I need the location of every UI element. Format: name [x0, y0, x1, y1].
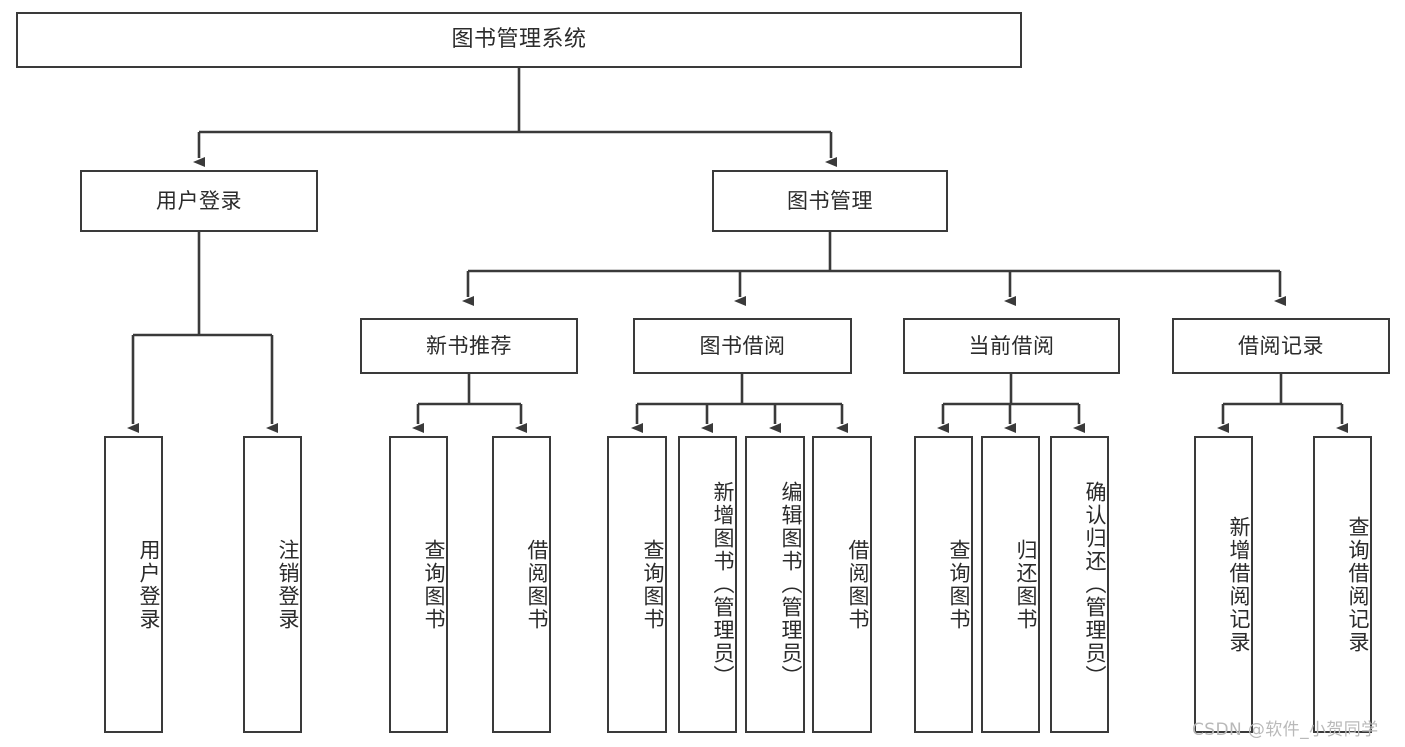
csdn-watermark: CSDN @软件_小贺同学: [1192, 720, 1379, 740]
leaf-user-login[interactable]: 用户登录: [104, 436, 163, 733]
node-book-borrow[interactable]: 图书借阅: [633, 318, 852, 374]
leaf-query-borrow-record[interactable]: 查询借阅记录: [1313, 436, 1372, 733]
node-user-login[interactable]: 用户登录: [80, 170, 318, 232]
leaf-return-book[interactable]: 归还图书: [981, 436, 1040, 733]
leaf-query-book-recommend[interactable]: 查询图书: [389, 436, 448, 733]
leaf-borrow-book-recommend[interactable]: 借阅图书: [492, 436, 551, 733]
leaf-logout-login[interactable]: 注销登录: [243, 436, 302, 733]
leaf-borrow-book-borrow[interactable]: 借阅图书: [812, 436, 872, 733]
node-new-book-recommend[interactable]: 新书推荐: [360, 318, 578, 374]
node-root-book-management-system[interactable]: 图书管理系统: [16, 12, 1022, 68]
leaf-query-book-borrow[interactable]: 查询图书: [607, 436, 667, 733]
node-borrow-record[interactable]: 借阅记录: [1172, 318, 1390, 374]
leaf-add-borrow-record[interactable]: 新增借阅记录: [1194, 436, 1253, 733]
leaf-add-book-admin[interactable]: 新增图书（管理员）: [678, 436, 737, 733]
leaf-edit-book-admin[interactable]: 编辑图书（管理员）: [745, 436, 805, 733]
leaf-confirm-return-admin[interactable]: 确认归还（管理员）: [1050, 436, 1109, 733]
node-current-borrow[interactable]: 当前借阅: [903, 318, 1120, 374]
leaf-query-book-current[interactable]: 查询图书: [914, 436, 973, 733]
node-book-management[interactable]: 图书管理: [712, 170, 948, 232]
